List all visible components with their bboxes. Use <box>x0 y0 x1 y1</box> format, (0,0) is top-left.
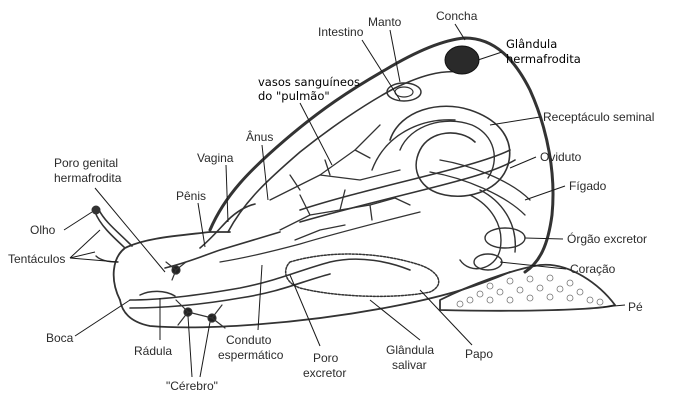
label-penis: Pênis <box>176 189 206 203</box>
label-coracao: Coração <box>570 262 616 276</box>
label-poro-genital-line1: Poro genital <box>54 156 118 170</box>
label-radula: Rádula <box>134 344 172 358</box>
label-anus: Ânus <box>246 129 273 144</box>
label-glandula-salivar-line2: salivar <box>392 358 427 372</box>
label-poro-excretor-line2: excretor <box>303 366 346 380</box>
label-manto: Manto <box>368 15 402 29</box>
label-glandula-hermafrodita-line1: Glândula <box>506 37 557 51</box>
label-boca: Boca <box>46 331 74 345</box>
label-receptaculo-seminal: Receptáculo seminal <box>543 110 654 124</box>
label-intestino: Intestino <box>318 25 364 39</box>
penis <box>165 232 280 268</box>
eye <box>92 206 100 214</box>
label-olho: Olho <box>30 223 56 237</box>
intestine-loops <box>300 150 510 210</box>
label-papo: Papo <box>465 347 493 361</box>
label-vasos-line1: vasos sanguíneos <box>258 75 360 89</box>
foot-texture <box>457 275 603 307</box>
hermaphrodite-gland <box>445 46 479 74</box>
label-pe: Pé <box>628 300 643 314</box>
label-glandula-salivar-line1: Glândula <box>386 343 434 357</box>
label-concha: Concha <box>436 9 478 23</box>
crop <box>286 254 439 296</box>
label-tentaculos: Tentáculos <box>8 252 65 266</box>
label-conduto-line1: Conduto <box>226 333 272 347</box>
label-vasos-line2: do "pulmão" <box>258 89 330 103</box>
label-conduto-line2: espermático <box>218 348 284 362</box>
label-oviduto: Oviduto <box>540 150 582 164</box>
excretory-organ <box>485 228 525 248</box>
label-poro-excretor-line1: Poro <box>313 351 339 365</box>
label-vagina: Vagina <box>197 151 234 165</box>
label-glandula-hermafrodita-line2: hermafrodita <box>506 52 581 66</box>
mantle-coil <box>387 83 421 101</box>
label-figado: Fígado <box>569 179 607 193</box>
lung-vessels <box>270 125 410 240</box>
label-cerebro: "Cérebro" <box>166 379 218 393</box>
label-poro-genital-line2: hermafrodita <box>54 171 122 185</box>
heart <box>474 254 502 270</box>
label-orgao-excretor: Órgão excretor <box>567 231 647 246</box>
radula <box>140 291 175 296</box>
